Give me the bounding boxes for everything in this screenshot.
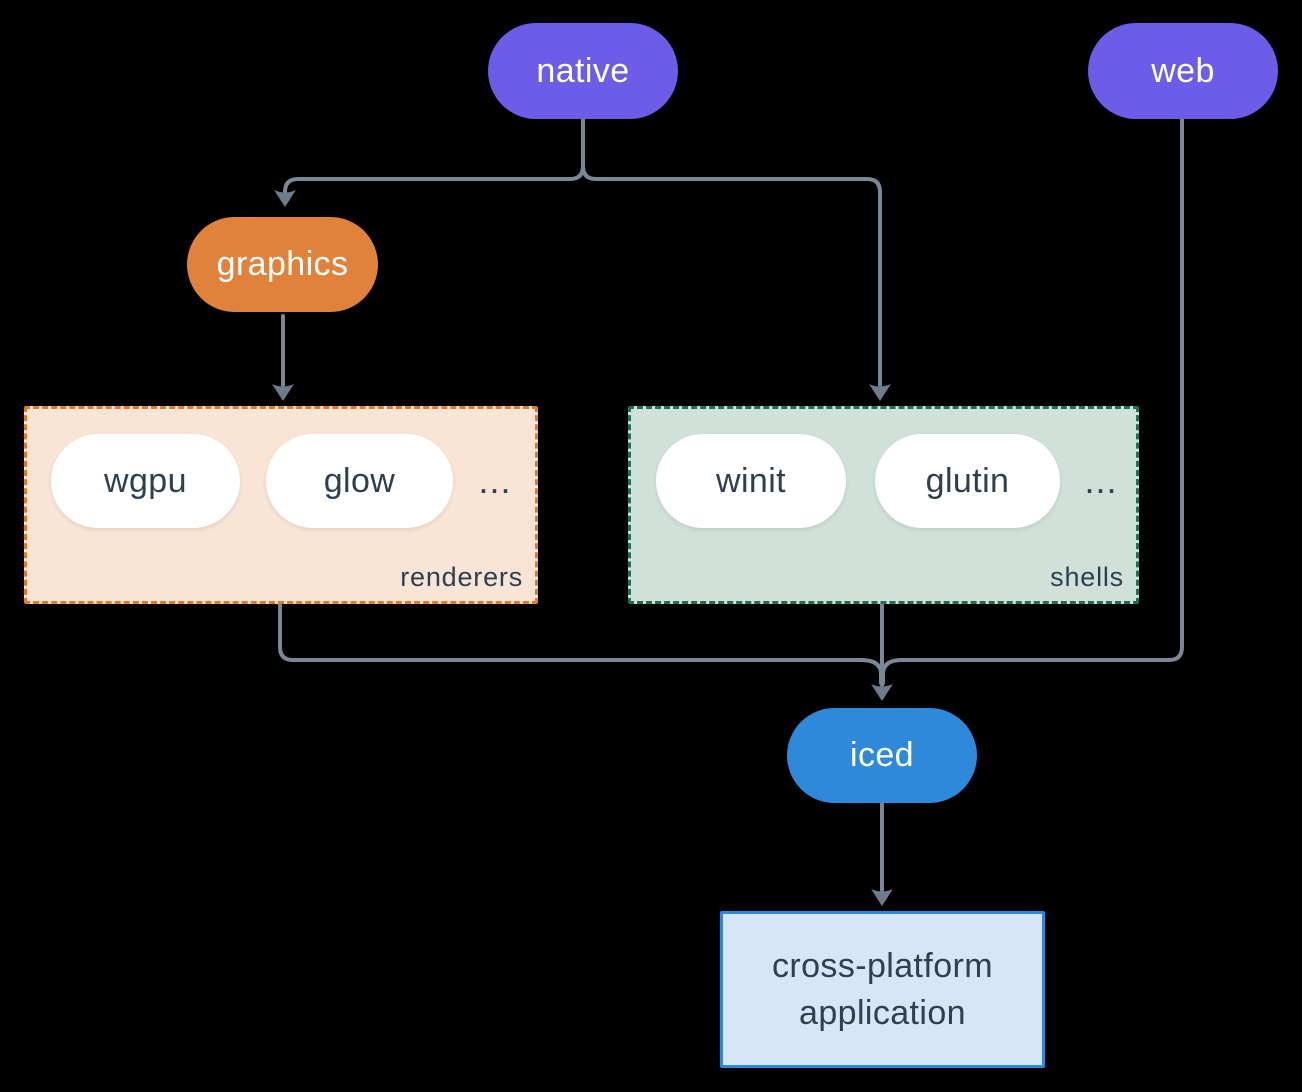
group-label-renderers: renderers: [400, 562, 523, 592]
node-glutin-label: glutin: [925, 461, 1010, 500]
node-graphics: graphics: [187, 217, 378, 312]
arrowhead-into-renderers: [272, 384, 294, 401]
node-glutin: glutin: [875, 434, 1060, 528]
node-native-label: native: [536, 51, 630, 90]
node-web: web: [1088, 23, 1278, 119]
edge-native-graphics: [283, 117, 585, 195]
arrowhead-into-graphics: [274, 190, 296, 207]
arrowhead-into-shells: [869, 384, 891, 401]
node-winit-label: winit: [715, 461, 787, 500]
edge-native-shells: [581, 117, 882, 387]
node-wgpu-label: wgpu: [104, 461, 187, 500]
node-graphics-label: graphics: [216, 245, 349, 283]
shells-ellipsis: ...: [1084, 460, 1118, 501]
group-renderers: wgpu glow ... renderers: [24, 406, 538, 604]
group-label-shells: shells: [1050, 562, 1124, 592]
node-winit: winit: [656, 434, 846, 528]
group-shells: winit glutin ... shells: [628, 406, 1139, 604]
arrowhead-into-application: [871, 889, 893, 906]
renderers-ellipsis: ...: [478, 460, 512, 501]
node-wgpu: wgpu: [51, 434, 240, 528]
node-native: native: [488, 23, 678, 119]
application-label-line1: cross-platform: [772, 946, 993, 985]
node-web-label: web: [1151, 51, 1215, 90]
edge-renderers-iced: [278, 598, 883, 685]
arrowhead-into-iced: [871, 684, 893, 701]
node-iced: iced: [787, 708, 977, 803]
node-glow-label: glow: [323, 461, 396, 500]
node-glow: glow: [266, 434, 453, 528]
edge-web-iced: [881, 118, 1184, 685]
node-cross-platform-application: cross-platform application: [720, 911, 1045, 1068]
application-label-line2: application: [799, 993, 966, 1032]
node-iced-label: iced: [850, 736, 914, 774]
